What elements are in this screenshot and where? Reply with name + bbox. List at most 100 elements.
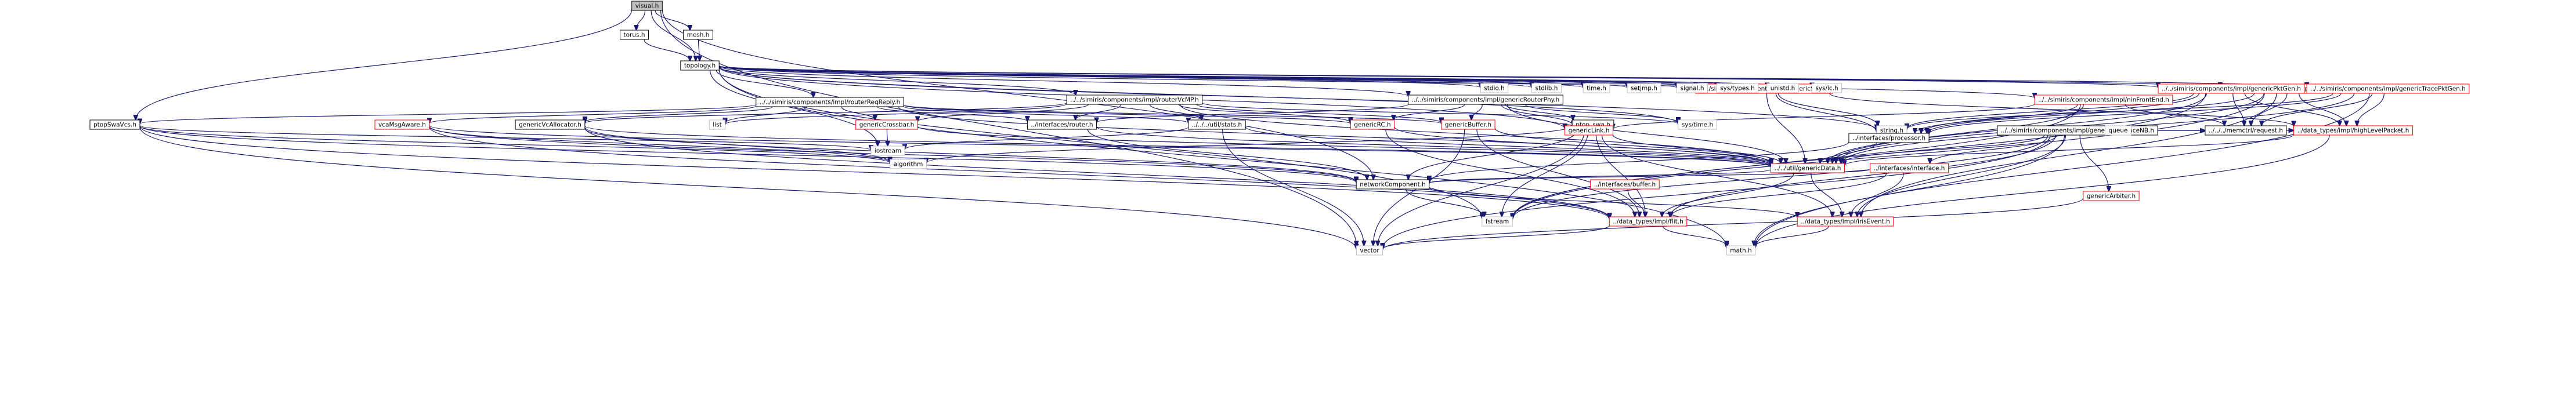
node-label: ../../simiris/components/impl/routerVcMP… [1070,97,1199,104]
node-box [890,159,927,169]
node-box [1027,119,1097,130]
edge-routerVcMP-to-ifRouter [1075,104,1122,120]
edge-genericInterfaceNB-to-flit [1670,134,2056,217]
node-flit[interactable]: ../data_types/impl/flit.h [1609,216,1688,227]
node-topology[interactable]: topology.h [680,60,720,71]
edge-routerReqReply-to-simIrisStats [903,106,1188,123]
node-signal: signal.h [1676,83,1708,93]
node-irisEvent[interactable]: ../data_types/impl/irisEvent.h [1797,216,1894,227]
node-label: ../../simiris/components/impl/genericRou… [1412,97,1560,104]
node-box [515,119,586,130]
node-label: sys/types.h [1720,85,1755,92]
edge-routerReqReply-to-ifRouter [877,106,1027,121]
node-label: list [713,122,721,129]
edge-genericPktGen-to-fstream [1512,93,2206,219]
node-label: genericBuffer.h [1445,122,1491,129]
node-ifBuffer[interactable]: ../interfaces/buffer.h [1590,179,1660,190]
node-label: queue [2109,128,2128,134]
node-box [2034,94,2173,105]
node-box [1676,83,1708,93]
node-genericLink[interactable]: genericLink.h [1565,125,1613,136]
node-genericData[interactable]: ../../util/genericData.h [1771,163,1845,173]
node-label: ../../../memctrl/request.h [2209,128,2283,134]
edge-genericArbiter-to-vector [1383,198,2084,250]
node-label: ../interfaces/buffer.h [1594,181,1656,188]
edge-routerReqReply-to-genericBuffer [903,104,1441,124]
node-box [631,1,663,11]
node-label: ../../simiris/components/impl/genericTra… [2310,86,2466,93]
node-ptopSwaVcs[interactable]: ptopSwaVcs.h [89,119,140,130]
edge-genericData-to-irisEvent [1811,172,1842,217]
node-routerVcMP[interactable]: ../../simiris/components/impl/routerVcMP… [1066,94,1203,105]
node-box [1716,83,1759,93]
node-math: math.h [1726,245,1756,256]
node-torus[interactable]: torus.h [620,30,649,40]
node-ifProcessor[interactable]: ../interfaces/processor.h [1848,133,1930,143]
edge-ptopSwaVcs-to-algorithm [139,125,890,163]
edge-ptopSwa-to-vector [1378,129,1585,246]
node-genericVcAllocator[interactable]: genericVcAllocator.h [515,119,586,130]
edge-genericLink-to-irisEvent [1601,134,1833,217]
node-networkComponent[interactable]: networkComponent.h [1356,179,1430,190]
node-genericBuffer[interactable]: genericBuffer.h [1441,119,1495,130]
node-highLevelPacket[interactable]: ../data_types/impl/highLevelPacket.h [2293,125,2413,136]
node-genericArbiter[interactable]: genericArbiter.h [2083,191,2140,201]
node-label: torus.h [624,32,645,39]
node-iostream: iostream [870,146,905,156]
node-ifInterface[interactable]: ../interfaces/interface.h [1870,163,1949,173]
edge-ifInterface-to-networkComponent [1429,169,1871,183]
node-box [680,60,720,71]
edge-topology-to-genericTracePktGen [718,65,2307,88]
node-systypes: sys/types.h [1716,83,1759,93]
node-vcaMsgAware[interactable]: vcaMsgAware.h [374,119,430,130]
node-genericTracePktGen[interactable]: ../../simiris/components/impl/genericTra… [2306,83,2470,94]
edge-genericBuffer-to-flit [1476,129,1639,217]
node-visual[interactable]: visual.h [631,1,663,11]
node-label: genericLink.h [1569,128,1610,134]
edge-ptopSwaVcs-to-networkComponent [139,125,1356,183]
node-box [2083,191,2140,201]
edge-genericFlatMc-to-fstream [1512,93,2265,219]
edge-genericData-to-networkComponent [1429,169,1772,183]
edge-ptopSwaVcs-to-vector [139,127,1356,249]
edge-vcaMsgAware-to-flit [429,126,1609,219]
node-simIrisStats[interactable]: ../../../util/stats.h [1188,119,1246,130]
edge-ptopSwa-to-networkComponent [1408,129,1578,180]
edge-visual-to-ptopSwaVcs [136,9,633,120]
node-routerReqReply[interactable]: ../../simiris/components/impl/routerReqR… [756,97,904,107]
node-label: ../../../util/stats.h [1192,122,1242,129]
node-label: signal.h [1680,85,1704,92]
edge-genericRouterPhy-to-ptopSwa [1505,104,1573,120]
node-box [1726,245,1756,256]
edge-routerVcMP-to-simIrisStats [1149,104,1201,120]
edge-genericPktGen-to-string [1907,93,2194,129]
edge-ptopSwa-to-fstream [1502,129,1589,217]
edge-genericFlatMc-to-highLevelPacket [2299,93,2347,126]
edge-genericPktGen-to-ifProcessor [1921,93,2200,133]
edge-ptopSwaVcs-to-flit [139,126,1609,219]
edge-ptopSwa-to-algorithm [926,125,1573,163]
node-box [1678,119,1717,130]
node-genericRC[interactable]: genericRC.h [1350,119,1395,130]
edge-torus-to-topology [644,39,690,61]
node-genericPktGen[interactable]: ../../simiris/components/impl/genericPkt… [2158,83,2305,94]
node-label: visual.h [635,3,659,10]
node-box [1766,83,1799,93]
node-genericInterfaceNB[interactable]: ../../simiris/components/impl/genericInt… [1997,125,2158,136]
edge-routerReqReply-to-ptopSwaVcs [140,104,757,124]
node-ifRouter[interactable]: ../interfaces/router.h [1027,119,1097,130]
node-genericRouterPhy[interactable]: ../../simiris/components/impl/genericRou… [1408,94,1563,105]
edge-irisEvent-to-math [1755,225,1829,246]
node-genericCrossbar[interactable]: genericCrossbar.h [855,119,918,130]
node-mesh[interactable]: mesh.h [683,30,713,40]
node-label: sys/ic.h [1815,85,1838,92]
node-label: algorithm [894,161,923,168]
node-label: time.h [1587,85,1606,92]
edge-genericInterfaceNB-to-vector [1383,134,2051,248]
edge-genericTracePktGen-to-ifProcessor [1929,93,2342,134]
edge-routerVcMP-to-systime [1202,102,1678,123]
node-memctrlRequest[interactable]: ../../../memctrl/request.h [2205,125,2287,136]
node-label: vcaMsgAware.h [378,122,426,129]
edge-genericInterfaceNB-to-genericArbiter [2079,134,2109,191]
node-ninFrontEnd[interactable]: ../../simiris/components/impl/ninFrontEn… [2034,94,2173,105]
